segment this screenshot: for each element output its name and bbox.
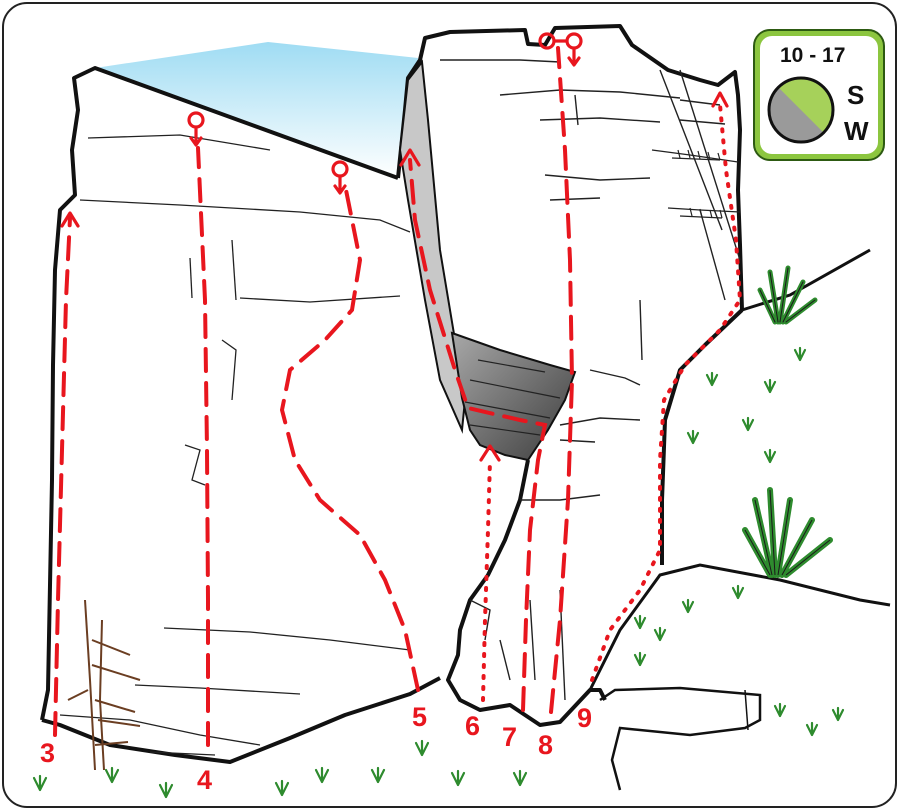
route-number-6: 6 bbox=[465, 711, 480, 741]
route-lines bbox=[53, 46, 743, 747]
sky-wedge bbox=[95, 42, 418, 178]
route-end-markers bbox=[60, 32, 729, 462]
pillar-ledges bbox=[651, 149, 741, 219]
route-5-lower-off bbox=[331, 160, 349, 195]
route-number-5: 5 bbox=[412, 702, 427, 732]
boulder-crack bbox=[744, 689, 749, 731]
route-number-9: 9 bbox=[577, 703, 592, 733]
sun-dial-ring bbox=[767, 76, 835, 144]
route-3-arrow bbox=[60, 211, 80, 228]
route-number-3: 3 bbox=[40, 738, 55, 768]
route-number-8: 8 bbox=[538, 730, 553, 760]
route-8-anchor bbox=[538, 32, 583, 67]
route-7-line bbox=[408, 158, 548, 712]
route-4-line bbox=[196, 146, 210, 747]
sun-exposure-badge: 10 - 17 S W bbox=[753, 29, 885, 161]
left-wall-outline bbox=[40, 66, 399, 721]
grass-sprigs bbox=[32, 346, 845, 799]
route-7-arrow bbox=[399, 148, 421, 167]
sun-dial-shade-half bbox=[768, 87, 824, 143]
aspect-south-label: S bbox=[847, 80, 864, 110]
route-8-line bbox=[549, 46, 575, 714]
right-base-ledge bbox=[588, 563, 891, 691]
grass-tuft-large bbox=[742, 487, 833, 578]
boulder-outline bbox=[599, 686, 762, 791]
aspect-west-label: W bbox=[844, 116, 869, 146]
left-wall-base bbox=[41, 676, 441, 764]
route-9-arrow bbox=[711, 91, 729, 108]
overhang-lines bbox=[464, 359, 561, 436]
route-number-7: 7 bbox=[502, 722, 517, 752]
route-5-line bbox=[279, 188, 420, 692]
right-pillar-outline bbox=[396, 24, 744, 311]
route-4-lower-off bbox=[187, 111, 205, 147]
grass-tuft-top bbox=[757, 265, 818, 325]
pillar-shaded-side bbox=[398, 59, 467, 434]
route-6-arrow bbox=[479, 444, 501, 462]
route-3-line bbox=[53, 216, 72, 737]
route-number-4: 4 bbox=[197, 765, 212, 795]
right-slope bbox=[741, 248, 871, 312]
tree-branches bbox=[67, 599, 141, 771]
route-9-line bbox=[590, 103, 743, 682]
pillar-lower-outline bbox=[446, 459, 607, 727]
sun-time-label: 10 - 17 bbox=[780, 44, 845, 67]
